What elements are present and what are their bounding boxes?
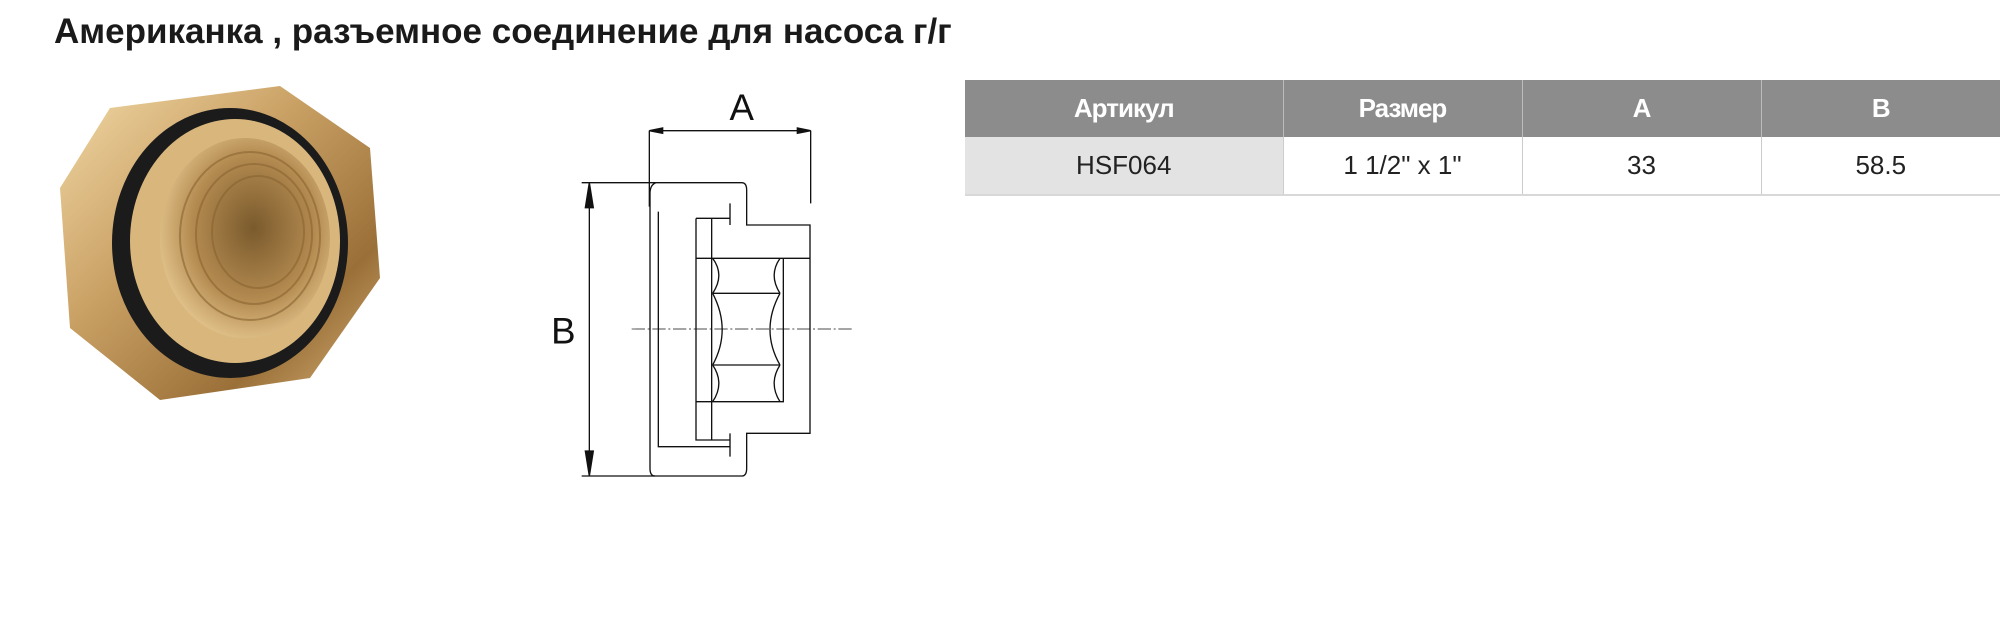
dimension-b-label: B bbox=[551, 310, 575, 351]
spec-table: Артикул Размер A B HSF064 1 1/2" x 1" 33… bbox=[965, 80, 2000, 196]
cell-a: 33 bbox=[1522, 137, 1762, 196]
page-title: Американка , разъемное соединение для на… bbox=[54, 12, 952, 51]
cell-size: 1 1/2" x 1" bbox=[1283, 137, 1523, 196]
cell-b: 58.5 bbox=[1761, 137, 2000, 196]
technical-drawing: A B bbox=[551, 87, 854, 477]
table-header-row: Артикул Размер A B bbox=[965, 80, 2000, 137]
header-size: Размер bbox=[1283, 80, 1523, 137]
header-b: B bbox=[1761, 80, 2000, 137]
cell-article: HSF064 bbox=[965, 137, 1284, 196]
dimension-a-label: A bbox=[729, 87, 754, 128]
header-article: Артикул bbox=[965, 80, 1284, 137]
header-a: A bbox=[1522, 80, 1762, 137]
product-photo bbox=[60, 86, 380, 400]
table-row: HSF064 1 1/2" x 1" 33 58.5 bbox=[965, 137, 2000, 196]
